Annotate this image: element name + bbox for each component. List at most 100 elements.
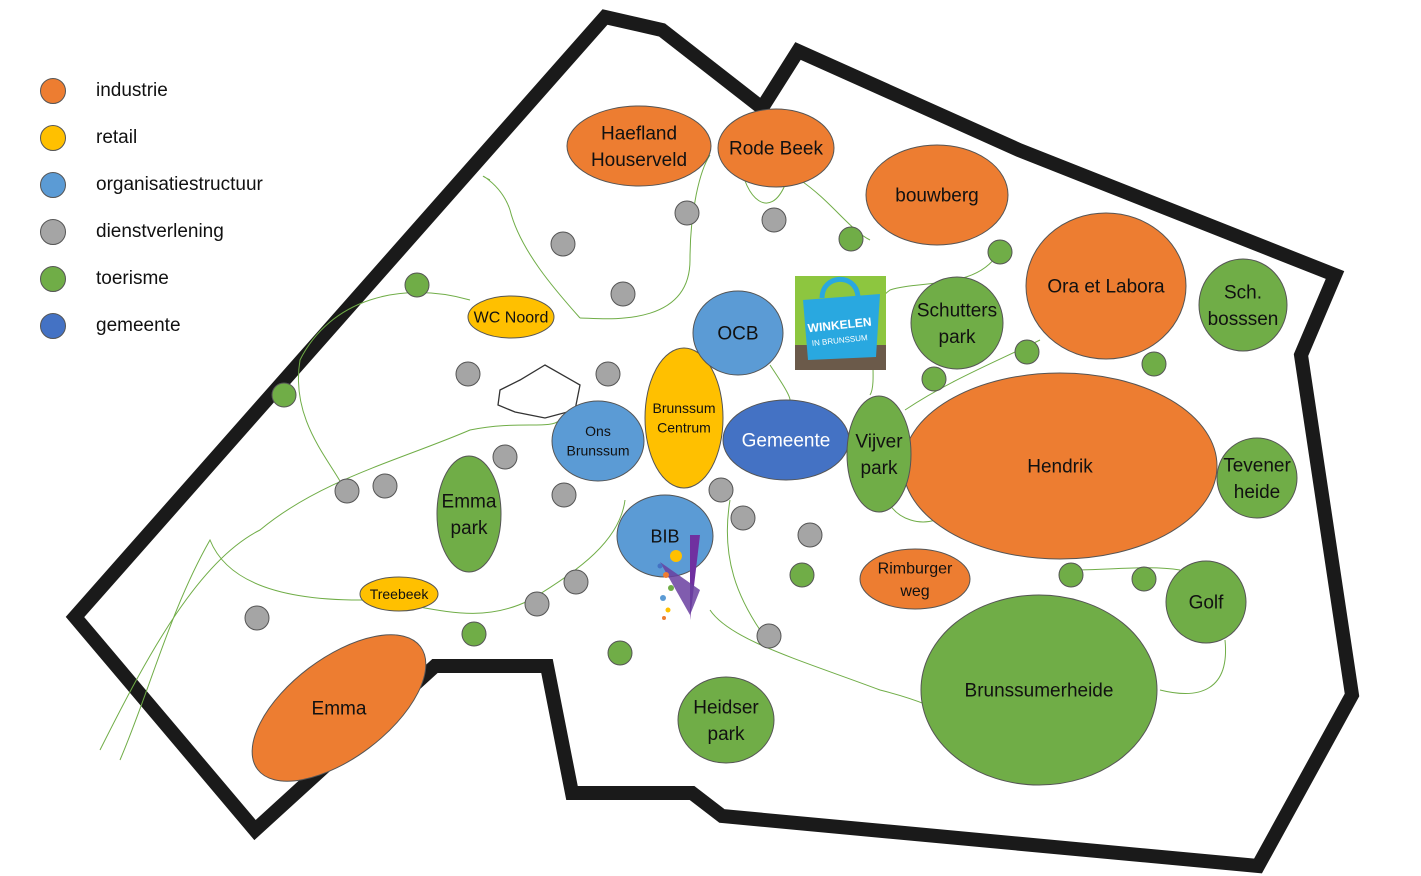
node-rode-beek: Rode Beek [717, 108, 835, 188]
dienstverlening-dot [524, 591, 550, 617]
node-golf: Golf [1165, 560, 1247, 644]
node-vijver-park: Vijver park [846, 395, 912, 513]
legend-label: toerisme [96, 268, 169, 289]
node-label: Brunssum [652, 400, 715, 416]
node-label: heide [1234, 482, 1281, 503]
toerisme-dot [921, 366, 947, 392]
route-line [799, 179, 871, 241]
node-label: weg [899, 583, 929, 600]
route-line [99, 419, 561, 751]
route-line [1159, 639, 1227, 694]
node-label: Rode Beek [729, 139, 824, 160]
node-label: Centrum [657, 420, 711, 436]
route-line [298, 292, 471, 491]
node-shape [1165, 560, 1247, 644]
route-line [726, 499, 761, 631]
node-label: Ora et Labora [1047, 277, 1165, 298]
dienstverlening-dot [455, 361, 481, 387]
dienstverlening-dot [674, 200, 700, 226]
dienstverlening-dot [797, 522, 823, 548]
toerisme-dot [607, 640, 633, 666]
node-label: Vijver [855, 431, 903, 452]
node-label: park [708, 724, 745, 745]
legend-swatch [40, 172, 66, 198]
node-label: Schutters [917, 300, 997, 321]
node-wc-noord: WC Noord [467, 295, 555, 339]
node-hendrik: Hendrik [902, 372, 1218, 560]
node-ora-et-labora: Ora et Labora [1025, 212, 1187, 360]
node-treebeek: Treebeek [359, 576, 439, 612]
bib-logo-mark [657, 535, 700, 620]
dienstverlening-dot [563, 569, 589, 595]
legend-swatch [40, 219, 66, 245]
dienstverlening-dot [595, 361, 621, 387]
route-line [482, 175, 581, 319]
winkelen-in-brunssum-logo: WINKELEN IN BRUNSSUM [795, 276, 886, 370]
dienstverlening-dot [372, 473, 398, 499]
node-shape [251, 634, 427, 782]
node-label: Treebeek [370, 586, 430, 602]
node-label: Hendrik [1027, 457, 1093, 478]
toerisme-dot [838, 226, 864, 252]
legend-swatch [40, 313, 66, 339]
dienstverlening-dot [730, 505, 756, 531]
node-label: Rimburger [878, 560, 953, 577]
toerisme-dot [987, 239, 1013, 265]
legend-label: dienstverlening [96, 221, 224, 242]
dienstverlening-dot [761, 207, 787, 233]
node-shape [677, 676, 775, 764]
node-shape [436, 455, 502, 573]
legend-label: organisatiestructuur [96, 174, 263, 195]
node-sch-bosssen: Sch.bosssen [1198, 258, 1288, 352]
legend-label: retail [96, 127, 138, 148]
node-emma: Emma [251, 634, 427, 782]
node-brunssumerheide: Brunssumerheide [920, 594, 1158, 786]
node-label: OCB [717, 324, 758, 345]
legend-label: gemeente [96, 315, 181, 336]
node-label: BIB [650, 526, 679, 546]
node-shape [865, 144, 1009, 246]
legend-swatch [40, 125, 66, 151]
outline-shape [497, 364, 581, 419]
dienstverlening-dot [610, 281, 636, 307]
node-label: Golf [1189, 593, 1225, 614]
node-bouwberg: bouwberg [865, 144, 1009, 246]
node-label: Brunssum [566, 443, 629, 459]
node-label: park [861, 458, 898, 479]
legend-swatch [40, 78, 66, 104]
node-label: bosssen [1208, 309, 1279, 330]
toerisme-dot [1058, 562, 1084, 588]
node-label: Haefland [601, 123, 677, 144]
node-shape [467, 295, 555, 339]
node-label: Gemeente [742, 431, 831, 452]
dienstverlening-dot [492, 444, 518, 470]
node-shape [1198, 258, 1288, 352]
node-shape [920, 594, 1158, 786]
route-line [889, 504, 936, 523]
node-shape [717, 108, 835, 188]
node-shape [846, 395, 912, 513]
node-shape [644, 347, 724, 489]
dienstverlening-dot [550, 231, 576, 257]
node-label: Ons [585, 423, 611, 439]
toerisme-dot [461, 621, 487, 647]
toerisme-dot [789, 562, 815, 588]
node-label: park [451, 518, 488, 539]
node-label: WC Noord [474, 310, 549, 327]
node-bib: BIB [616, 494, 714, 578]
toerisme-dot [1014, 339, 1040, 365]
dienstverlening-dot [756, 623, 782, 649]
toerisme-dot [1141, 351, 1167, 377]
dienstverlening-dot [708, 477, 734, 503]
dienstverlening-dot [551, 482, 577, 508]
node-label: Houserveld [591, 150, 687, 171]
node-shape [566, 105, 712, 187]
legend-swatch [40, 266, 66, 292]
